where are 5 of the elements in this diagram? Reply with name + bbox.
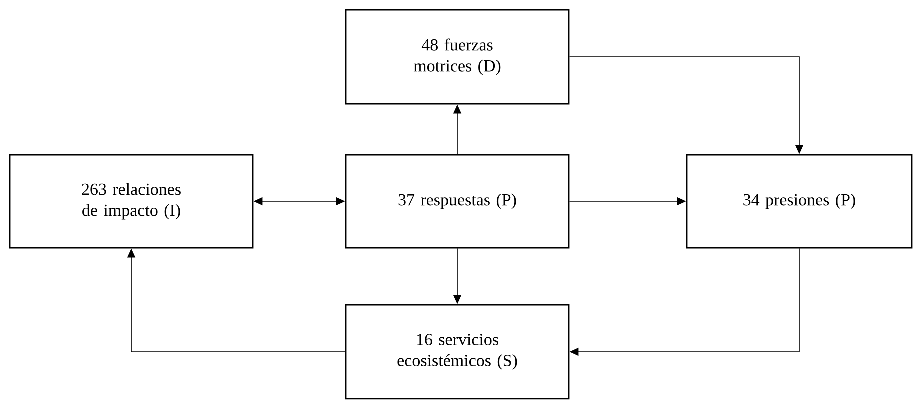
process-box: 263 relaciones de impacto (I) [9,154,254,249]
process-box: 34 presiones (P) [686,154,913,249]
process-box: 48 fuerzas motrices (D) [345,9,570,105]
process-box: 16 servicios ecosistémicos (S) [345,304,570,400]
process-box: 37 respuestas (P) [345,154,570,249]
